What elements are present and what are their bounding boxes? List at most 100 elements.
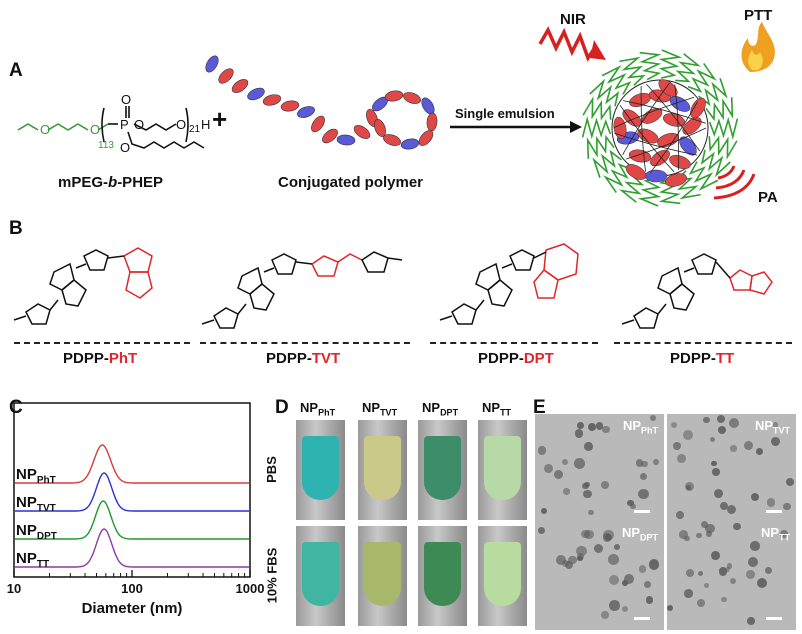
nanoparticle-dot bbox=[538, 527, 546, 535]
vial-header-pht: NPPhT bbox=[300, 400, 336, 418]
entangle-line bbox=[622, 100, 706, 124]
bond bbox=[75, 263, 87, 269]
nanoparticle-dot bbox=[684, 535, 690, 542]
pdpp-tt-label: PDPP-TT bbox=[670, 350, 734, 367]
vial-liquid bbox=[364, 436, 401, 500]
dpp-core-tt bbox=[621, 253, 773, 329]
polymer-unit bbox=[418, 130, 434, 146]
nanoparticle-dot bbox=[561, 560, 570, 568]
polymer-unit bbox=[426, 112, 438, 132]
nanoparticle-dot bbox=[573, 457, 585, 469]
polymer-unit bbox=[218, 68, 234, 84]
suffix: DPT bbox=[523, 350, 554, 367]
peg-chain bbox=[705, 97, 734, 122]
peg-chain bbox=[708, 116, 739, 140]
nanoparticle-dot bbox=[704, 582, 710, 588]
divider-3 bbox=[430, 342, 598, 344]
bond bbox=[263, 267, 275, 273]
label-b: b bbox=[108, 174, 118, 191]
nanoparticle-dot bbox=[780, 529, 789, 539]
polymer-unit bbox=[353, 125, 371, 139]
nanoparticle-dot bbox=[696, 533, 702, 539]
nanoparticle-dot bbox=[716, 414, 725, 423]
nanoparticle-dot bbox=[608, 575, 619, 585]
nanoparticle-dot bbox=[609, 600, 620, 611]
arrow-head bbox=[570, 121, 582, 133]
nanoparticle-dot bbox=[622, 606, 629, 612]
nanoparticle-dot bbox=[718, 567, 728, 576]
nanoparticle-dot bbox=[608, 554, 619, 566]
nanoparticle-dot bbox=[772, 422, 779, 428]
acceptor-ring bbox=[311, 255, 339, 277]
nanoparticle-dot bbox=[581, 529, 590, 539]
nanoparticle-dot bbox=[677, 454, 687, 464]
peg-chain bbox=[658, 49, 683, 79]
entangle-line bbox=[674, 84, 680, 171]
vial-photo bbox=[358, 526, 407, 626]
nanoparticle-dot bbox=[574, 429, 583, 438]
nanoparticle-dot bbox=[643, 580, 651, 588]
nanoparticle-dot bbox=[725, 566, 731, 572]
atom-o-1: O bbox=[40, 122, 50, 137]
polymer-unit bbox=[322, 128, 338, 144]
nanoparticle-dot bbox=[755, 447, 764, 456]
nanoparticle-dot bbox=[577, 421, 585, 430]
bond bbox=[13, 315, 27, 321]
core-unit bbox=[650, 149, 670, 167]
tem-image-tt: NPTT bbox=[667, 521, 796, 630]
nanoparticle-dot bbox=[751, 492, 760, 501]
peg-chain bbox=[586, 134, 615, 159]
series-line-tt bbox=[15, 528, 249, 568]
polymer-unit bbox=[311, 115, 325, 133]
nanoparticle-dot bbox=[712, 467, 720, 476]
pa-label: PA bbox=[758, 189, 778, 206]
prefix: PDPP- bbox=[478, 350, 524, 367]
nanoparticle-dot bbox=[721, 596, 728, 603]
nanoparticle-dot bbox=[587, 422, 597, 432]
plot-frame bbox=[13, 402, 251, 578]
bond bbox=[533, 251, 547, 259]
vial-row-label: PBS bbox=[263, 456, 279, 483]
scale-bar bbox=[766, 510, 782, 513]
polymer-unit bbox=[400, 138, 420, 150]
vial-header-dpt: NPDPT bbox=[422, 400, 459, 418]
nir-arrow-icon bbox=[590, 40, 606, 60]
nanoparticle-dot bbox=[630, 503, 636, 510]
conjugated-polymer-label: Conjugated polymer bbox=[278, 174, 424, 191]
core-unit bbox=[682, 117, 702, 135]
dpp-core-pht bbox=[13, 247, 153, 325]
nanoparticle-dot bbox=[638, 488, 649, 500]
x-tick-label: 100 bbox=[121, 581, 143, 596]
nanoparticle-dot bbox=[568, 555, 577, 564]
bond bbox=[201, 319, 215, 325]
bond bbox=[657, 303, 667, 315]
suffix: TVT bbox=[311, 350, 341, 367]
vial-photo bbox=[478, 420, 527, 520]
bond bbox=[475, 299, 485, 311]
nanoparticle-dot bbox=[685, 481, 695, 491]
series-line-dpt bbox=[15, 500, 249, 540]
core-unit bbox=[658, 79, 678, 97]
vial-liquid bbox=[364, 542, 401, 606]
scale-bar bbox=[634, 617, 650, 620]
scale-bar bbox=[766, 617, 782, 620]
nanoparticle-dot bbox=[541, 507, 548, 514]
single-emulsion-label: Single emulsion bbox=[455, 106, 555, 121]
prefix: PDPP- bbox=[63, 350, 109, 367]
pdpp-pht-label: PDPP-PhT bbox=[63, 350, 137, 367]
tem-label: NPTVT bbox=[754, 418, 790, 436]
peg-chain bbox=[687, 62, 717, 93]
bond bbox=[295, 261, 313, 265]
atom-o-6: O bbox=[120, 140, 130, 155]
entangle-line bbox=[619, 104, 675, 173]
nanoparticle-dot bbox=[711, 460, 717, 466]
peg-chain bbox=[603, 163, 633, 194]
core-unit bbox=[644, 169, 668, 183]
atom-o-2: O bbox=[90, 122, 100, 137]
label-prefix: mPEG- bbox=[58, 174, 109, 191]
conjugated-polymer-chain bbox=[205, 55, 438, 150]
nanoparticle-dot bbox=[582, 482, 589, 489]
bond bbox=[49, 299, 59, 311]
vial-header-tt: NPTT bbox=[482, 400, 512, 418]
vial-photo bbox=[296, 526, 345, 626]
